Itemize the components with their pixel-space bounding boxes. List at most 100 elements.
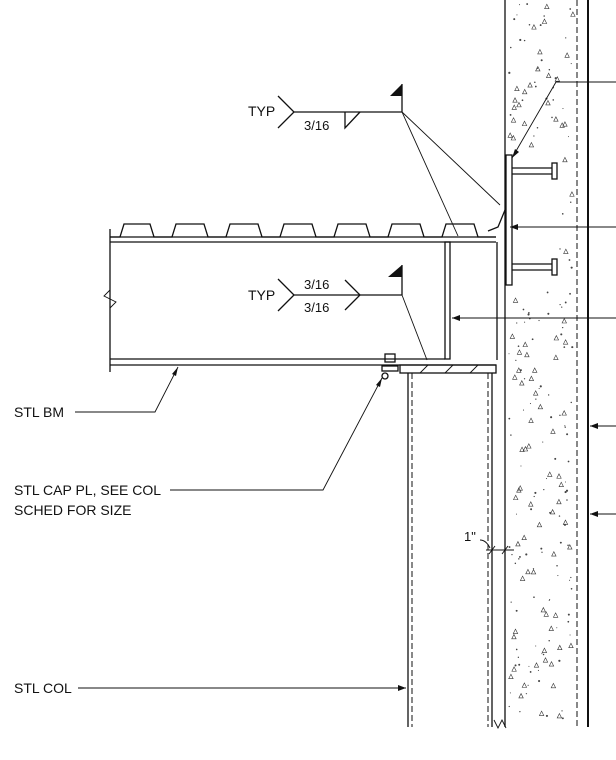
sand-dot [528, 665, 530, 667]
sand-dot [570, 201, 572, 203]
aggregate-mark [564, 52, 570, 58]
aggregate-mark [532, 367, 538, 373]
sand-dot [548, 600, 550, 602]
aggregate-mark [530, 568, 537, 575]
sand-dot [540, 547, 543, 550]
sand-dot [511, 553, 513, 556]
sand-dot [540, 59, 543, 62]
aggregate-mark [562, 519, 569, 525]
aggregate-mark [561, 317, 567, 324]
sand-dot [543, 489, 545, 491]
sand-dot [509, 692, 511, 694]
sand-dot [538, 679, 541, 683]
sand-dot [508, 546, 511, 548]
sand-dot [556, 627, 558, 629]
sand-dot [556, 565, 558, 567]
sand-dot [549, 511, 552, 514]
aggregate-mark [545, 99, 551, 106]
sand-dot [541, 551, 543, 553]
weld-symbol-mid: TYP 3/16 3/16 [248, 265, 428, 361]
sand-dot [519, 38, 522, 42]
aggregate-mark [511, 666, 517, 672]
sand-dot [564, 481, 567, 483]
aggregate-mark [522, 341, 528, 347]
sand-dot [515, 648, 518, 651]
sand-dot [510, 601, 512, 603]
sand-dot [526, 3, 529, 5]
sand-dot [558, 515, 561, 517]
weld-size-mid-upper: 3/16 [304, 277, 329, 292]
aggregate-mark [553, 334, 560, 341]
sand-dot [563, 346, 566, 348]
aggregate-mark [528, 375, 535, 381]
weld-symbol-top: TYP 3/16 [248, 84, 501, 237]
sand-dot [547, 394, 550, 396]
aggregate-mark [550, 428, 556, 434]
aggregate-mark [519, 446, 525, 452]
sand-dot [518, 4, 521, 6]
aggregate-mark [550, 682, 557, 689]
sand-dot [516, 322, 518, 324]
aggregate-mark [568, 642, 574, 649]
sand-dot [522, 409, 525, 411]
aggregate-mark [509, 333, 516, 339]
sand-dot [508, 705, 510, 708]
aggregate-mark [514, 85, 520, 91]
embed-plate [487, 154, 558, 360]
sand-dot [549, 599, 551, 601]
sand-dot [533, 135, 535, 137]
aggregate-mark [537, 403, 544, 410]
left-leaders [75, 366, 406, 691]
aggregate-mark [512, 97, 518, 103]
sand-dot [539, 24, 542, 27]
sand-dot [561, 213, 564, 215]
cap-plate [381, 353, 497, 380]
sand-dot [545, 714, 549, 717]
sand-dot [567, 136, 569, 138]
sand-dot [562, 108, 564, 110]
sand-dot [525, 693, 528, 695]
aggregate-mark [515, 540, 521, 547]
sand-dot [568, 259, 571, 261]
aggregate-mark [507, 132, 513, 138]
sand-dot [557, 574, 559, 577]
sand-dot [568, 579, 571, 581]
label-cap-pl-line1: STL CAP PL, SEE COL [14, 482, 161, 498]
sand-dot [550, 416, 553, 419]
label-typ-mid: TYP [248, 287, 275, 303]
aggregate-mark [510, 117, 517, 123]
sand-dot [567, 460, 570, 463]
aggregate-mark [556, 473, 562, 479]
sand-dot [514, 562, 517, 565]
concrete-wall [504, 0, 589, 727]
aggregate-mark [511, 104, 517, 110]
sand-dot [534, 81, 536, 84]
aggregate-mark [545, 72, 552, 78]
aggregate-mark [540, 606, 547, 613]
sand-dot [538, 387, 540, 390]
sand-dot [559, 248, 561, 250]
aggregate-mark [562, 339, 569, 345]
aggregate-mark [562, 121, 568, 127]
sand-dot [570, 401, 572, 404]
aggregate-mark [516, 367, 522, 373]
sand-dot [569, 292, 571, 295]
aggregate-mark [542, 657, 549, 663]
sand-dot [523, 378, 526, 380]
metal-deck [109, 223, 496, 372]
aggregate-mark [521, 120, 528, 126]
sand-dot [570, 266, 573, 269]
sand-dot [543, 15, 545, 17]
sand-dot [551, 116, 553, 119]
sand-dot [552, 99, 555, 101]
aggregate-mark [569, 191, 575, 197]
sand-dot [529, 671, 532, 673]
aggregate-mark [541, 647, 548, 653]
aggregate-mark [538, 710, 545, 716]
sand-dot [530, 508, 533, 511]
sand-dot [508, 353, 510, 355]
aggregate-mark [528, 417, 534, 423]
aggregate-mark [543, 611, 549, 617]
sand-dot [520, 465, 522, 467]
aggregate-mark [551, 550, 557, 557]
